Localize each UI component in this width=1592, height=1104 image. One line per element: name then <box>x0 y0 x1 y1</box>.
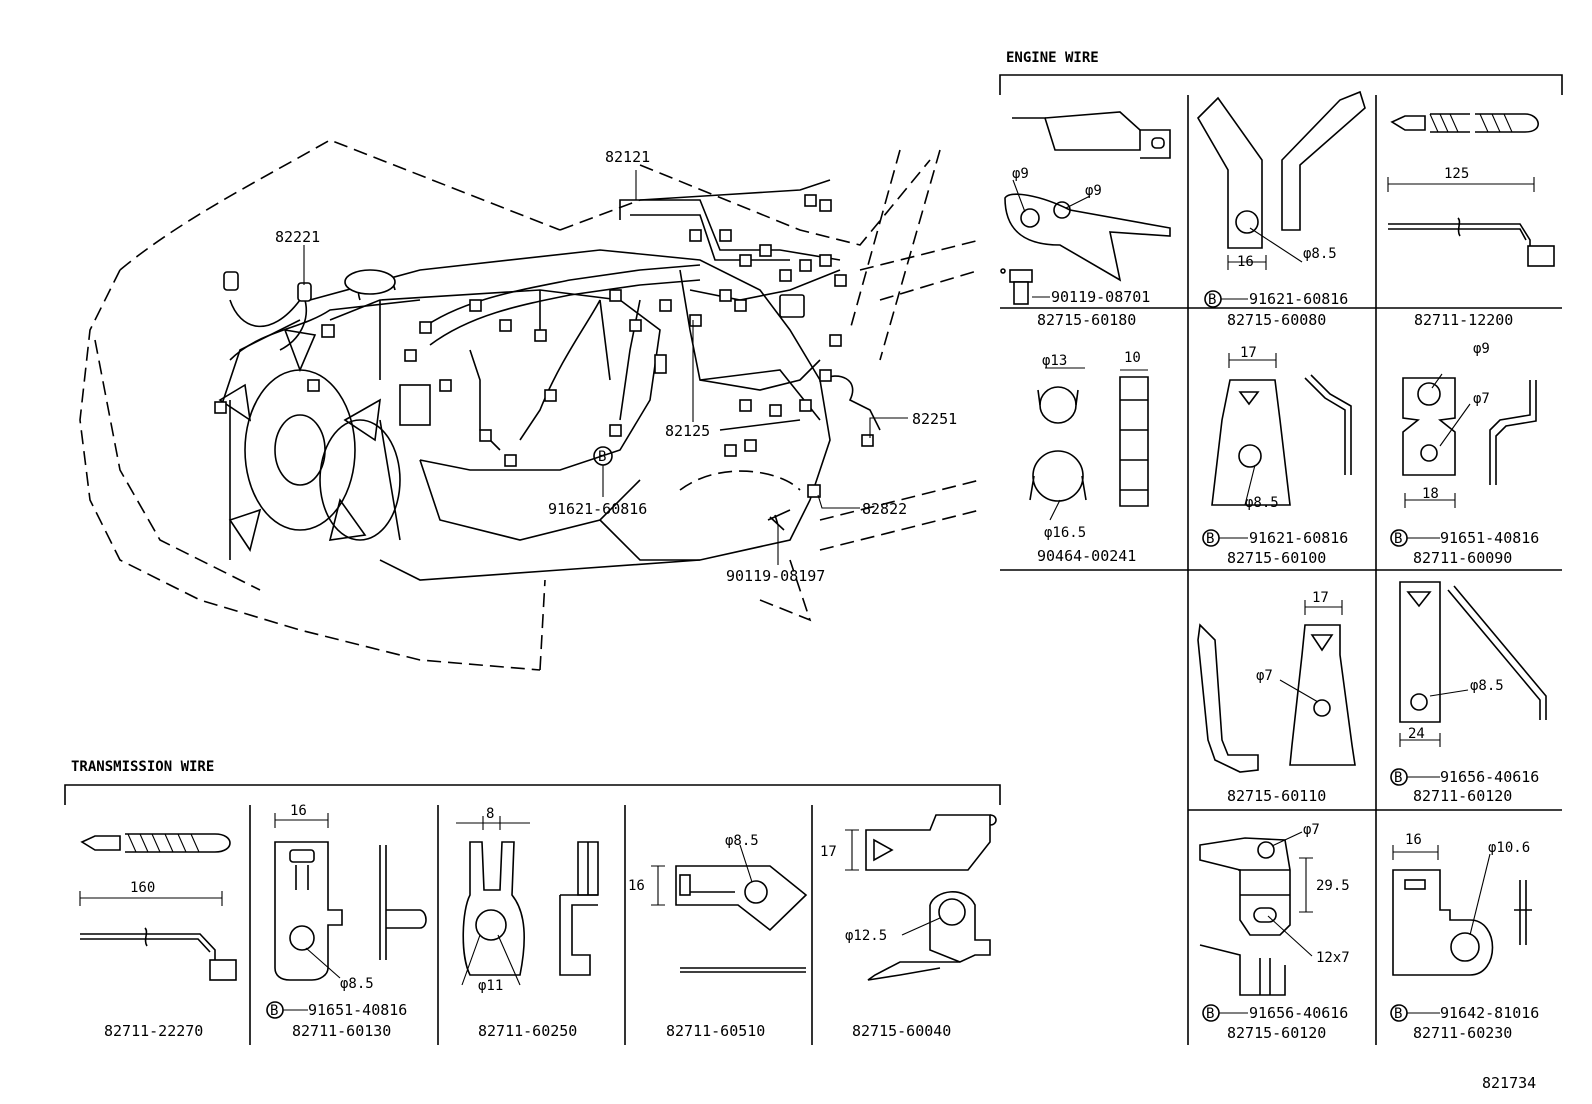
dim-phi16-5: φ16.5 <box>1044 525 1086 541</box>
bolt-90119-08701: 90119-08701 <box>1051 288 1150 306</box>
callout-90119-08197: 90119-08197 <box>726 567 825 585</box>
dim-phi8-5-a: φ8.5 <box>1303 246 1337 262</box>
engine-cell-82711-12200 <box>1387 113 1555 267</box>
bolt-91651-40816-a: 91651-40816 <box>1440 529 1539 547</box>
part-82711-60230: 82711-60230 <box>1413 1024 1512 1042</box>
dim-16-b: 16 <box>1405 832 1422 848</box>
engine-illustration <box>79 139 981 671</box>
dim-phi12-5: φ12.5 <box>845 928 887 944</box>
part-82715-60040: 82715-60040 <box>852 1022 951 1040</box>
dim-phi7-c: φ7 <box>1303 822 1320 838</box>
bolt-91621-60816-a: 91621-60816 <box>1249 290 1348 308</box>
trans-cell-82711-60130 <box>266 813 427 1019</box>
trans-cell-82715-60040 <box>845 814 997 981</box>
dim-24: 24 <box>1408 726 1425 742</box>
bolt-91642-81016: 91642-81016 <box>1440 1004 1539 1022</box>
part-82715-60080: 82715-60080 <box>1227 311 1326 329</box>
part-82711-60090: 82711-60090 <box>1413 549 1512 567</box>
bolt-91656-40616-b: 91656-40616 <box>1249 1004 1348 1022</box>
callout-82251: 82251 <box>912 410 957 428</box>
part-82715-60100: 82715-60100 <box>1227 549 1326 567</box>
dim-phi8-5-c: φ8.5 <box>1470 678 1504 694</box>
transmission-wire-grid <box>64 784 1001 1045</box>
dim-125: 125 <box>1444 166 1469 182</box>
bolt-91651-40816-b: 91651-40816 <box>308 1001 407 1019</box>
dim-12x7: 12x7 <box>1316 950 1350 966</box>
dim-29-5: 29.5 <box>1316 878 1350 894</box>
callout-91621-60816: 91621-60816 <box>548 500 647 518</box>
part-82711-60250: 82711-60250 <box>478 1022 577 1040</box>
part-82715-60180: 82715-60180 <box>1037 311 1136 329</box>
engine-cell-82715-60080 <box>1197 90 1366 308</box>
trans-cell-82711-22270 <box>79 833 237 981</box>
trans-cell-82711-60250 <box>456 816 599 986</box>
bolt-marker-b: B <box>1206 531 1214 547</box>
dim-17-c: 17 <box>820 844 837 860</box>
callout-82822: 82822 <box>862 500 907 518</box>
bolt-91656-40616-a: 91656-40616 <box>1440 768 1539 786</box>
engine-cell-82715-60180 <box>1000 111 1171 305</box>
dim-16-d: 16 <box>628 878 645 894</box>
part-82711-60510: 82711-60510 <box>666 1022 765 1040</box>
bolt-marker-f: B <box>1394 1006 1402 1022</box>
dim-phi8-5-b: φ8.5 <box>1245 495 1279 511</box>
part-82711-12200: 82711-12200 <box>1414 311 1513 329</box>
dim-phi8-5-e: φ8.5 <box>725 833 759 849</box>
part-82715-60110: 82715-60110 <box>1227 787 1326 805</box>
engine-cell-82711-60090 <box>1390 373 1537 547</box>
dim-16-c: 16 <box>290 803 307 819</box>
bolt-marker-g: B <box>270 1003 278 1019</box>
dim-phi11: φ11 <box>478 978 503 994</box>
part-82711-22270: 82711-22270 <box>104 1022 203 1040</box>
dim-phi13: φ13 <box>1042 353 1067 369</box>
engine-cell-82715-60100 <box>1202 353 1352 547</box>
bolt-91621-60816-b: 91621-60816 <box>1249 529 1348 547</box>
engine-wire-title: ENGINE WIRE <box>1006 50 1099 66</box>
bolt-marker: B <box>598 449 606 465</box>
dim-phi8-5-d: φ8.5 <box>340 976 374 992</box>
dim-160: 160 <box>130 880 155 896</box>
dim-16-a: 16 <box>1237 254 1254 270</box>
dim-phi9-b: φ9 <box>1085 183 1102 199</box>
dim-17-b: 17 <box>1312 590 1329 606</box>
figure-number: 821734 <box>1482 1074 1536 1092</box>
dim-18: 18 <box>1422 486 1439 502</box>
callout-82221: 82221 <box>275 228 320 246</box>
dim-phi7-b: φ7 <box>1256 668 1273 684</box>
dim-phi10-6: φ10.6 <box>1488 840 1530 856</box>
bolt-marker-d: B <box>1394 770 1402 786</box>
dim-17-a: 17 <box>1240 345 1257 361</box>
engine-cell-82715-60110 <box>1197 600 1356 773</box>
trans-cell-82711-60510 <box>651 844 808 973</box>
engine-cell-82711-60120 <box>1390 581 1547 786</box>
callout-82121: 82121 <box>605 148 650 166</box>
part-90464-00241: 90464-00241 <box>1037 547 1136 565</box>
engine-cell-90464-00241 <box>1029 367 1149 521</box>
dim-phi7-a: φ7 <box>1473 391 1490 407</box>
callout-82125: 82125 <box>665 422 710 440</box>
fan <box>218 328 401 560</box>
part-82711-60120: 82711-60120 <box>1413 787 1512 805</box>
connectors <box>214 194 874 498</box>
bolt-marker-c: B <box>1394 531 1402 547</box>
engine-cell-82715-60120 <box>1199 831 1313 1022</box>
part-82711-60130: 82711-60130 <box>292 1022 391 1040</box>
bolt-marker-e: B <box>1206 1006 1214 1022</box>
dim-phi9-a: φ9 <box>1012 166 1029 182</box>
engine-wire-grid <box>999 74 1563 1045</box>
dim-8: 8 <box>486 806 494 822</box>
engine-cell-82711-60230 <box>1390 845 1532 1022</box>
dim-10: 10 <box>1124 350 1141 366</box>
part-82715-60120: 82715-60120 <box>1227 1024 1326 1042</box>
transmission-wire-title: TRANSMISSION WIRE <box>71 759 214 775</box>
bolt-marker-a: B <box>1208 292 1216 308</box>
dim-phi9-c: φ9 <box>1473 341 1490 357</box>
